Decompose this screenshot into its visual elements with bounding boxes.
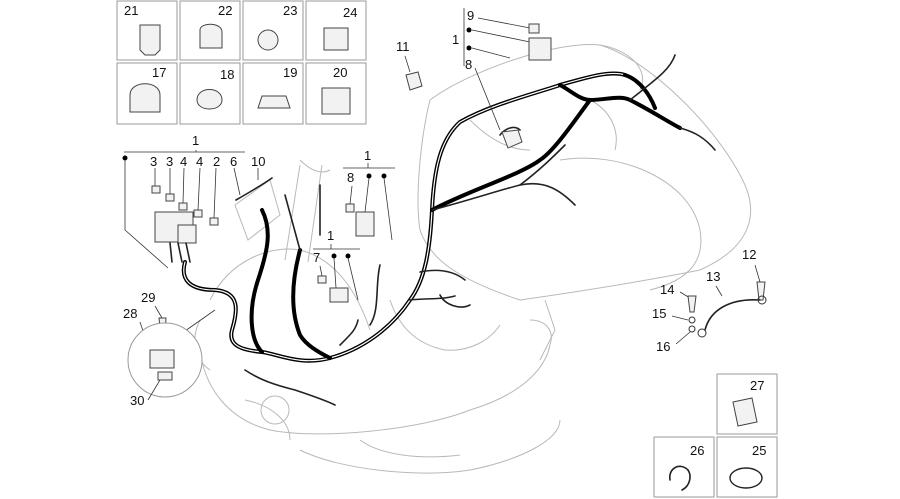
bracket-8-rear-icon	[501, 129, 523, 149]
callout-14: 14	[660, 282, 674, 297]
part-box-23	[242, 0, 304, 61]
part-box-19	[242, 62, 304, 125]
callout-27: 27	[750, 378, 764, 393]
callout-29: 29	[141, 290, 155, 305]
callout-1-lower: 1	[327, 228, 334, 243]
callout-1-left: 1	[192, 133, 199, 148]
callout-28: 28	[123, 306, 137, 321]
terminal-4a-icon	[178, 202, 188, 211]
group-left-control-unit: 1 3 3 4 4 2 6 10	[122, 133, 273, 269]
terminal-2-icon	[209, 217, 219, 226]
callout-11: 11	[396, 39, 410, 54]
cable-10-icon	[235, 177, 273, 201]
part-11: 11	[396, 39, 423, 91]
terminal-9-icon	[528, 23, 540, 34]
callout-2: 2	[213, 154, 220, 169]
callout-1-rear: 1	[452, 32, 459, 47]
terminal-3a-icon	[151, 185, 161, 194]
terminal-4b-icon	[193, 209, 203, 218]
connector-28-icon	[149, 349, 175, 369]
bracket-24-icon	[323, 27, 349, 51]
group-ground-cable: 12 13 14 15 16	[652, 247, 767, 354]
callout-18: 18	[220, 67, 234, 82]
terminal-3b-icon	[165, 193, 175, 202]
clip-22-icon	[199, 23, 223, 49]
callout-15: 15	[652, 306, 666, 321]
callout-3b: 3	[166, 154, 173, 169]
holder-27-icon	[732, 397, 758, 427]
clamp-23-icon	[257, 29, 279, 51]
ring-25-icon	[729, 467, 763, 489]
group-rear-connector: 9 1 8	[452, 8, 552, 149]
washer-16-icon	[688, 325, 696, 333]
callout-22: 22	[218, 3, 232, 18]
connector-8-center-icon	[355, 211, 375, 237]
washer-15-icon	[688, 316, 696, 324]
callout-13: 13	[706, 269, 720, 284]
group-detail-connector: 29 28 30	[123, 290, 216, 408]
clip-21-icon	[139, 24, 161, 56]
holder-20-icon	[321, 87, 351, 115]
bracket-30-icon	[157, 371, 173, 381]
clip-11-icon	[405, 71, 423, 91]
main-wiring-harness	[181, 71, 682, 363]
callout-19: 19	[283, 65, 297, 80]
tie-26-icon	[669, 465, 691, 491]
group-center-connector-8: 1 8	[343, 148, 395, 241]
callout-4b: 4	[196, 154, 203, 169]
callout-24: 24	[343, 5, 357, 20]
callout-25: 25	[752, 443, 766, 458]
clip-17-icon	[129, 83, 161, 113]
clamp-18-icon	[196, 89, 223, 110]
callout-9: 9	[467, 8, 474, 23]
callout-17: 17	[152, 65, 166, 80]
callout-8-center: 8	[347, 170, 354, 185]
bolt-12-icon	[756, 281, 766, 301]
part-box-25	[716, 436, 778, 498]
callout-20: 20	[333, 65, 347, 80]
callout-23: 23	[283, 3, 297, 18]
fastener-parts-grid: 21 22 23 24 17 18 19 20	[116, 0, 367, 125]
clamp-19-icon	[257, 95, 291, 109]
terminal-7-icon	[317, 275, 327, 284]
callout-26: 26	[690, 443, 704, 458]
callout-21: 21	[124, 3, 138, 18]
connector-7-icon	[329, 287, 349, 303]
callout-3a: 3	[150, 154, 157, 169]
callout-10: 10	[251, 154, 265, 169]
bolt-14-icon	[687, 295, 697, 313]
callout-7: 7	[313, 250, 320, 265]
callout-4a: 4	[180, 154, 187, 169]
callout-16: 16	[656, 339, 670, 354]
callout-1-center: 1	[364, 148, 371, 163]
accessory-parts-boxes: 27 26 25	[653, 373, 778, 498]
connector-1-rear-icon	[528, 37, 552, 61]
terminal-8-center-icon	[345, 203, 355, 213]
callout-30: 30	[130, 393, 144, 408]
callout-12: 12	[742, 247, 756, 262]
callout-8-rear: 8	[465, 57, 472, 72]
callout-6: 6	[230, 154, 237, 169]
ground-cable-13-icon	[704, 299, 761, 331]
branch-wires	[244, 54, 716, 406]
group-lower-connector-7: 1 7	[313, 228, 360, 303]
